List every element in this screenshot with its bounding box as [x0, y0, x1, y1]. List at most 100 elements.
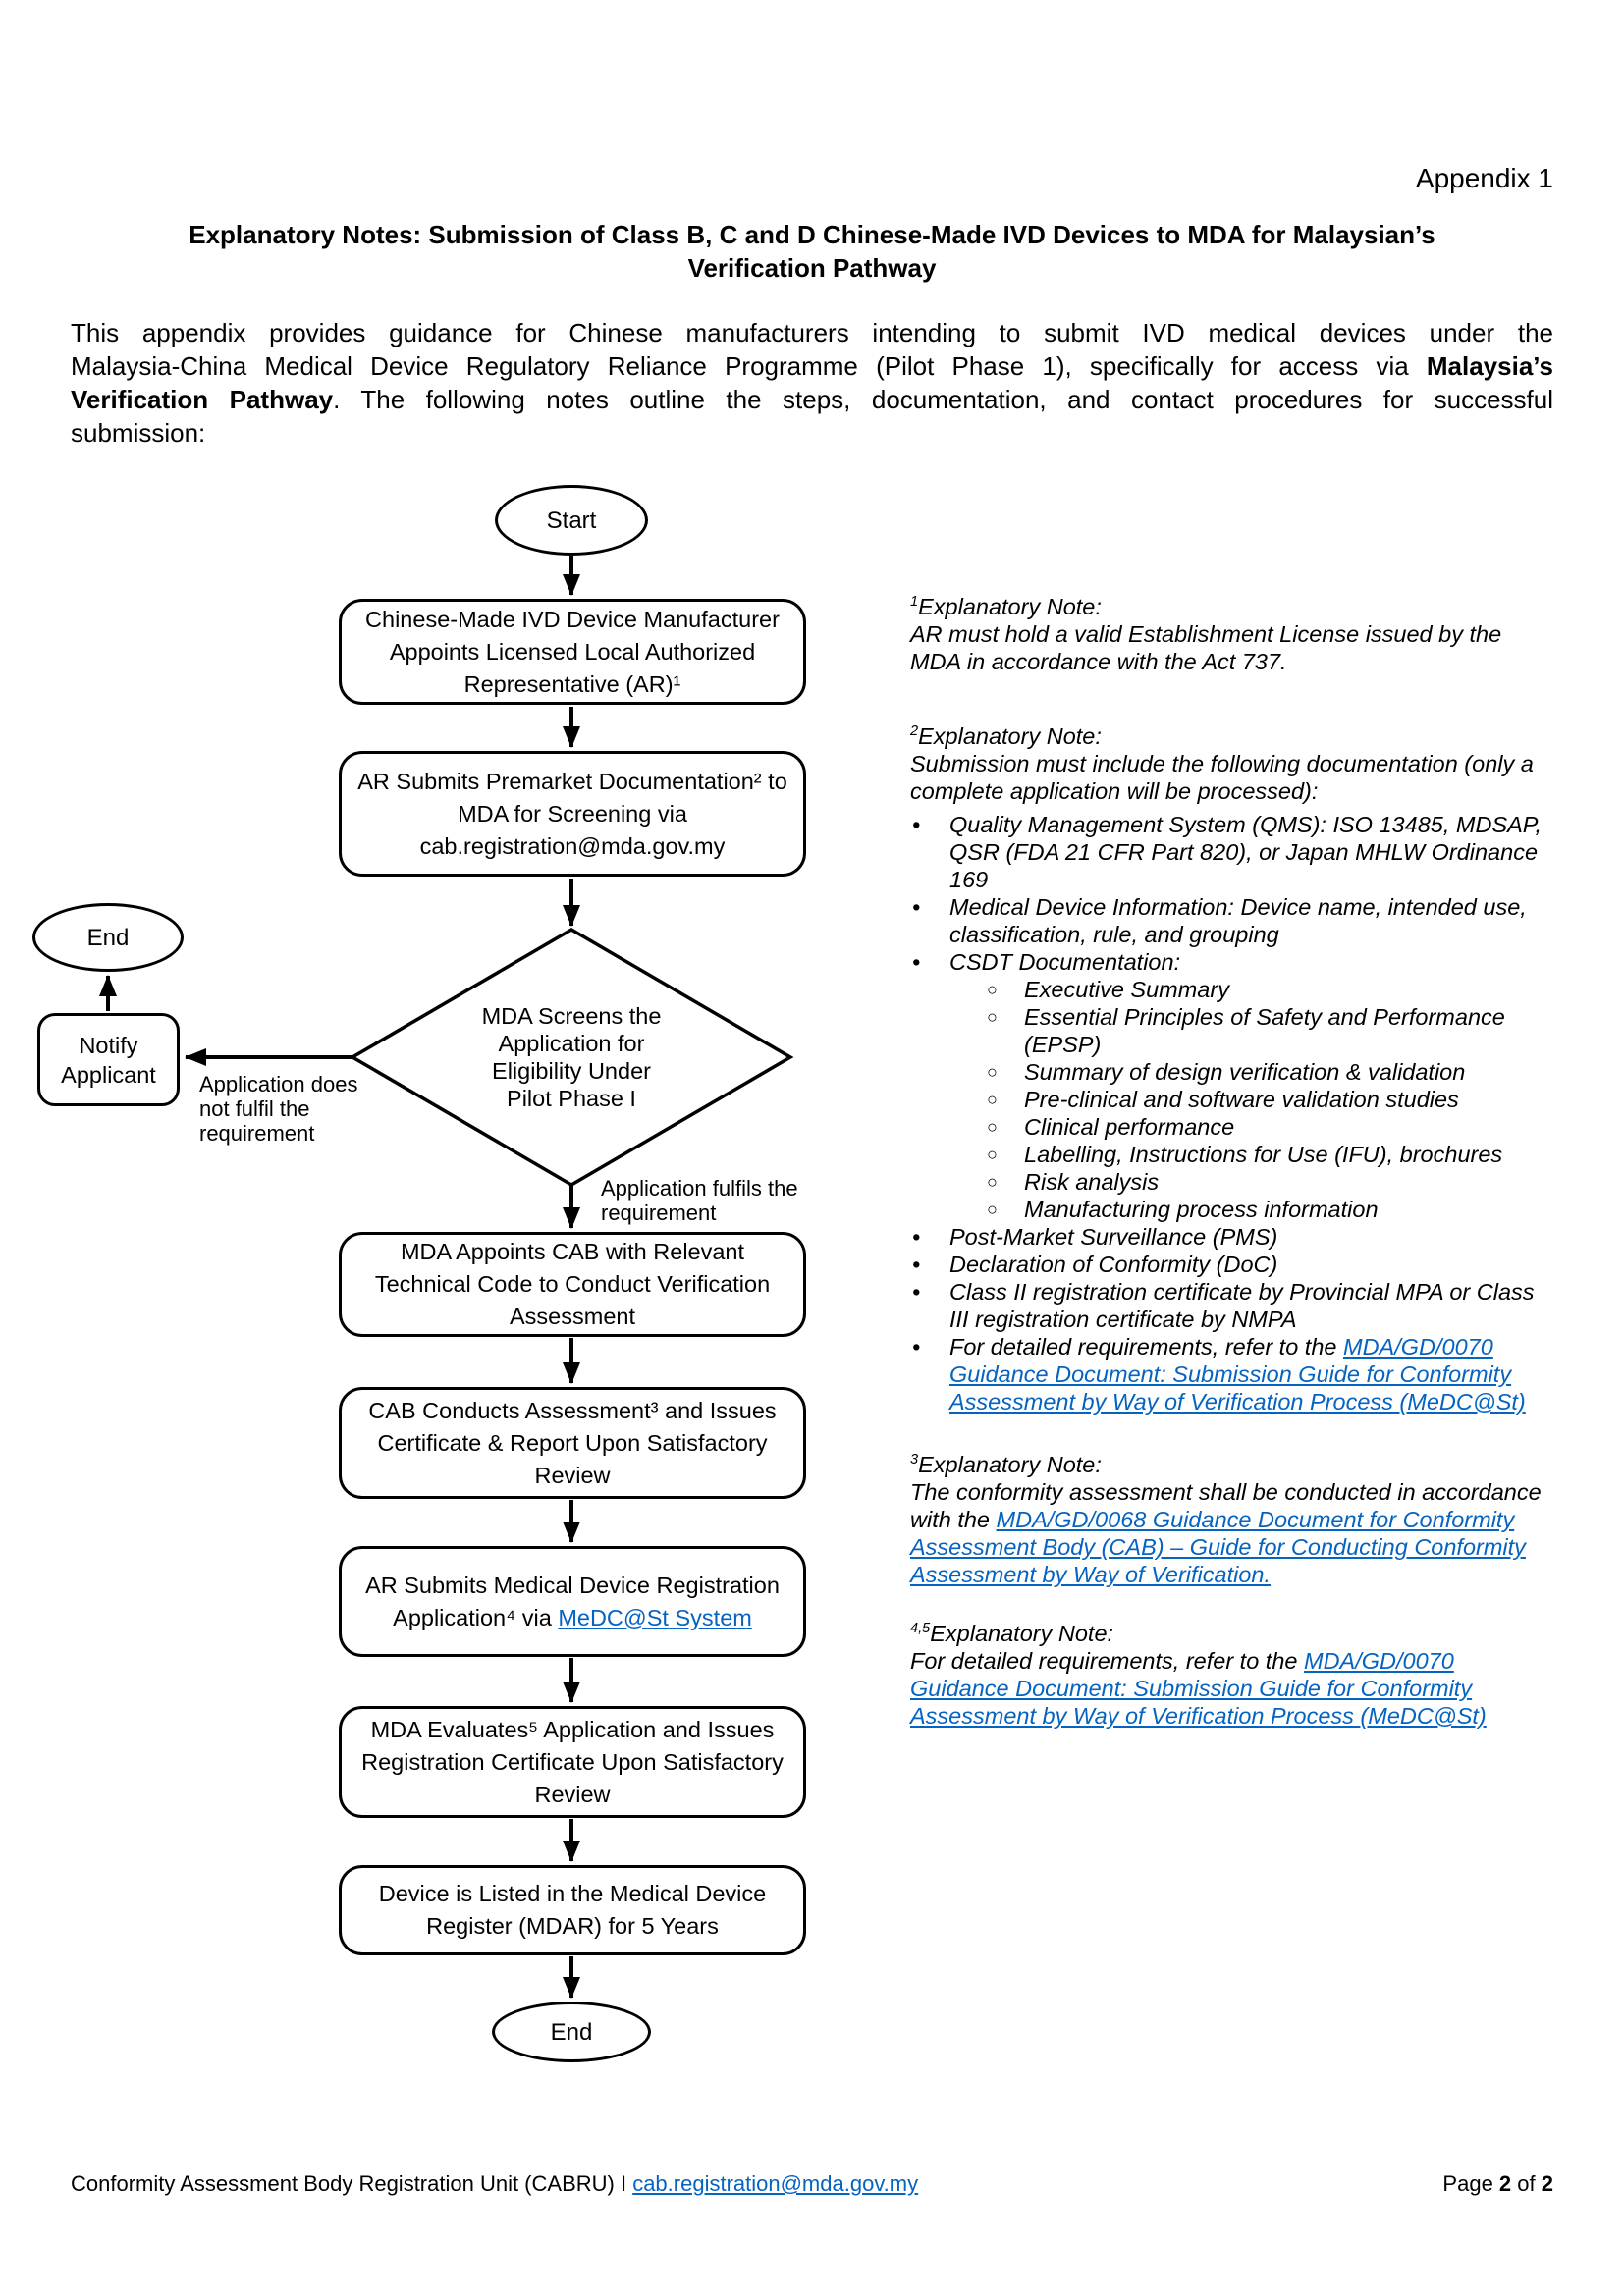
footer-email-link[interactable]: cab.registration@mda.gov.my [632, 2171, 919, 2196]
note-bullet-text: Quality Management System (QMS): ISO 134… [949, 812, 1542, 892]
note-sub-bullet-text: Risk analysis [1024, 1169, 1160, 1195]
flow-decision-text: Pilot Phase I [507, 1086, 636, 1111]
note-heading: 1Explanatory Note: [910, 593, 1553, 620]
page-title-line1: Explanatory Notes: Submission of Class B… [189, 220, 1435, 249]
intro-text: submission: [71, 418, 206, 448]
note-3: 3Explanatory Note: The conformity assess… [910, 1451, 1553, 1588]
flow-start-label: Start [546, 507, 597, 534]
note-body: AR must hold a valid Establishment Licen… [910, 621, 1502, 674]
flow-step-appoint-ar: Chinese-Made IVD Device Manufacturer App… [339, 599, 806, 705]
gd0070-guidance-link[interactable]: MDA/GD/0070 Guidance Document: Submissio… [949, 1334, 1526, 1415]
flow-decision-text: MDA Screens the [481, 1003, 662, 1029]
flow-decision-text: Application for [498, 1031, 645, 1056]
circle-bullet-icon: ○ [987, 1172, 998, 1192]
flow-step-text: Representative (AR)¹ [463, 670, 681, 697]
note-heading: 3Explanatory Note: [910, 1451, 1553, 1478]
edge-label-text: Application does [199, 1072, 358, 1096]
bullet-icon: • [912, 1252, 921, 1277]
flow-step-mda-evaluates: MDA Evaluates⁵ Application and Issues Re… [339, 1706, 806, 1818]
edge-label-text: not fulfil the [199, 1096, 310, 1121]
circle-bullet-icon: ○ [987, 980, 998, 999]
note-heading: 2Explanatory Note: [910, 722, 1553, 750]
note-bullet-text: Medical Device Information: Device name,… [949, 894, 1527, 947]
flow-label-not-fulfil: Application does not fulfil the requirem… [199, 1072, 357, 1146]
bullet-icon: • [912, 949, 921, 975]
intro-line: submission: [71, 416, 1553, 450]
circle-bullet-icon: ○ [987, 1117, 998, 1137]
note-sub-bullet-text: Essential Principles of Safety and Perfo… [1024, 1004, 1505, 1057]
intro-text: Malaysia-China Medical Device Regulatory… [71, 351, 1427, 381]
page-title-line2: Verification Pathway [687, 253, 937, 283]
note-bullet-pre-text: For detailed requirements, refer to the [949, 1334, 1344, 1360]
gd0068-guidance-link[interactable]: MDA/GD/0068 Guidance Document for Confor… [910, 1507, 1526, 1587]
flow-step-text: Review [534, 1462, 611, 1488]
edge-label-text: Application fulfils the [601, 1176, 798, 1201]
note-bullet: • Declaration of Conformity (DoC) [910, 1251, 1553, 1278]
page-number-total: 2 [1541, 2171, 1553, 2196]
page-footer: Conformity Assessment Body Registration … [71, 2171, 1553, 2197]
circle-bullet-icon: ○ [987, 1145, 998, 1164]
flow-step-text: MDA Evaluates⁵ Application and Issues [370, 1716, 775, 1742]
flow-step-cab-assessment: CAB Conducts Assessment³ and Issues Cert… [339, 1387, 806, 1499]
note-heading-text: Explanatory Note: [918, 594, 1102, 619]
note-bullet: • Post-Market Surveillance (PMS) [910, 1223, 1553, 1251]
bullet-icon: • [912, 894, 921, 920]
flow-step-text: Review [534, 1781, 611, 1807]
page-number-of: of [1511, 2171, 1542, 2196]
flow-step-text: CAB Conducts Assessment³ and Issues [368, 1397, 777, 1423]
note-2: 2Explanatory Note: Submission must inclu… [910, 722, 1553, 1415]
flow-step-text: Device is Listed in the Medical Device [378, 1881, 767, 1906]
intro-paragraph: This appendix provides guidance for Chin… [71, 316, 1553, 450]
note-sub-bullet-text: Summary of design verification & validat… [1024, 1059, 1466, 1085]
note-bullet: • Class II registration certificate by P… [910, 1278, 1553, 1333]
note-body: For detailed requirements, refer to the … [910, 1647, 1553, 1730]
note-bullet-text: CSDT Documentation: [949, 949, 1181, 975]
note-heading-text: Explanatory Note: [918, 1452, 1102, 1477]
edge-label-text: requirement [199, 1121, 315, 1146]
flow-step-text: MDA Appoints CAB with Relevant [400, 1239, 745, 1264]
bullet-icon: • [912, 1279, 921, 1305]
note-sub-bullet: ○ Risk analysis [987, 1168, 1553, 1196]
note-sup: 3 [910, 1452, 919, 1468]
intro-bold-text: Verification Pathway [71, 385, 334, 414]
bullet-icon: • [912, 812, 921, 837]
flow-step-text: Register (MDAR) for 5 Years [426, 1913, 719, 1939]
flow-label-fulfils: Application fulfils the requirement [601, 1176, 798, 1225]
page-number-current: 2 [1498, 2171, 1512, 2196]
appendix-label: Appendix 1 [1415, 163, 1553, 193]
note-sub-bullet-text: Labelling, Instructions for Use (IFU), b… [1024, 1142, 1503, 1167]
note-body-text: The conformity assessment shall be condu… [910, 1479, 1542, 1532]
note-sub-bullet: ○ Essential Principles of Safety and Per… [987, 1003, 1553, 1058]
note-bullet: • For detailed requirements, refer to th… [910, 1333, 1553, 1415]
bullet-icon: • [912, 1334, 921, 1360]
note-bullet: • Medical Device Information: Device nam… [910, 893, 1553, 948]
note-bullet-list: • Quality Management System (QMS): ISO 1… [910, 811, 1553, 1415]
intro-line: Malaysia-China Medical Device Regulatory… [71, 349, 1553, 383]
flow-step-text: Technical Code to Conduct Verification [374, 1271, 771, 1297]
note-bullet-text: Declaration of Conformity (DoC) [949, 1252, 1278, 1277]
note-sup: 1 [910, 594, 919, 611]
page-title: Explanatory Notes: Submission of Class B… [71, 218, 1553, 285]
note-sub-bullet-text: Clinical performance [1024, 1114, 1235, 1140]
flow-decision-screening: MDA Screens the Application for Eligibil… [434, 974, 709, 1141]
note-sub-bullet-text: Executive Summary [1024, 977, 1229, 1002]
note-sub-bullet-text: Manufacturing process information [1024, 1197, 1379, 1222]
note-1: 1Explanatory Note: AR must hold a valid … [910, 593, 1553, 675]
note-sub-bullet: ○ Executive Summary [987, 976, 1553, 1003]
flow-step-text: Appoints Licensed Local Authorized [389, 638, 756, 665]
circle-bullet-icon: ○ [987, 1062, 998, 1082]
note-bullet-text: For detailed requirements, refer to the … [949, 1333, 1553, 1415]
note-body-text: For detailed requirements, refer to the [910, 1648, 1305, 1674]
note-sub-bullet: ○ Clinical performance [987, 1113, 1553, 1141]
circle-bullet-icon: ○ [987, 1007, 998, 1027]
intro-text: . The following notes outline the steps,… [333, 385, 1553, 414]
footer-left: Conformity Assessment Body Registration … [71, 2171, 918, 2197]
note-heading-text: Explanatory Note: [930, 1621, 1114, 1646]
medcst-system-link[interactable]: MeDC@St System [558, 1604, 752, 1630]
flow-step-text: Certificate & Report Upon Satisfactory [377, 1429, 768, 1456]
flow-step-text: AR Submits Medical Device Registration [365, 1572, 780, 1598]
note-heading-text: Explanatory Note: [918, 723, 1102, 749]
gd0070-guidance-link-2[interactable]: MDA/GD/0070 Guidance Document: Submissio… [910, 1648, 1487, 1729]
note-body: Submission must include the following do… [910, 751, 1534, 804]
circle-bullet-icon: ○ [987, 1200, 998, 1219]
